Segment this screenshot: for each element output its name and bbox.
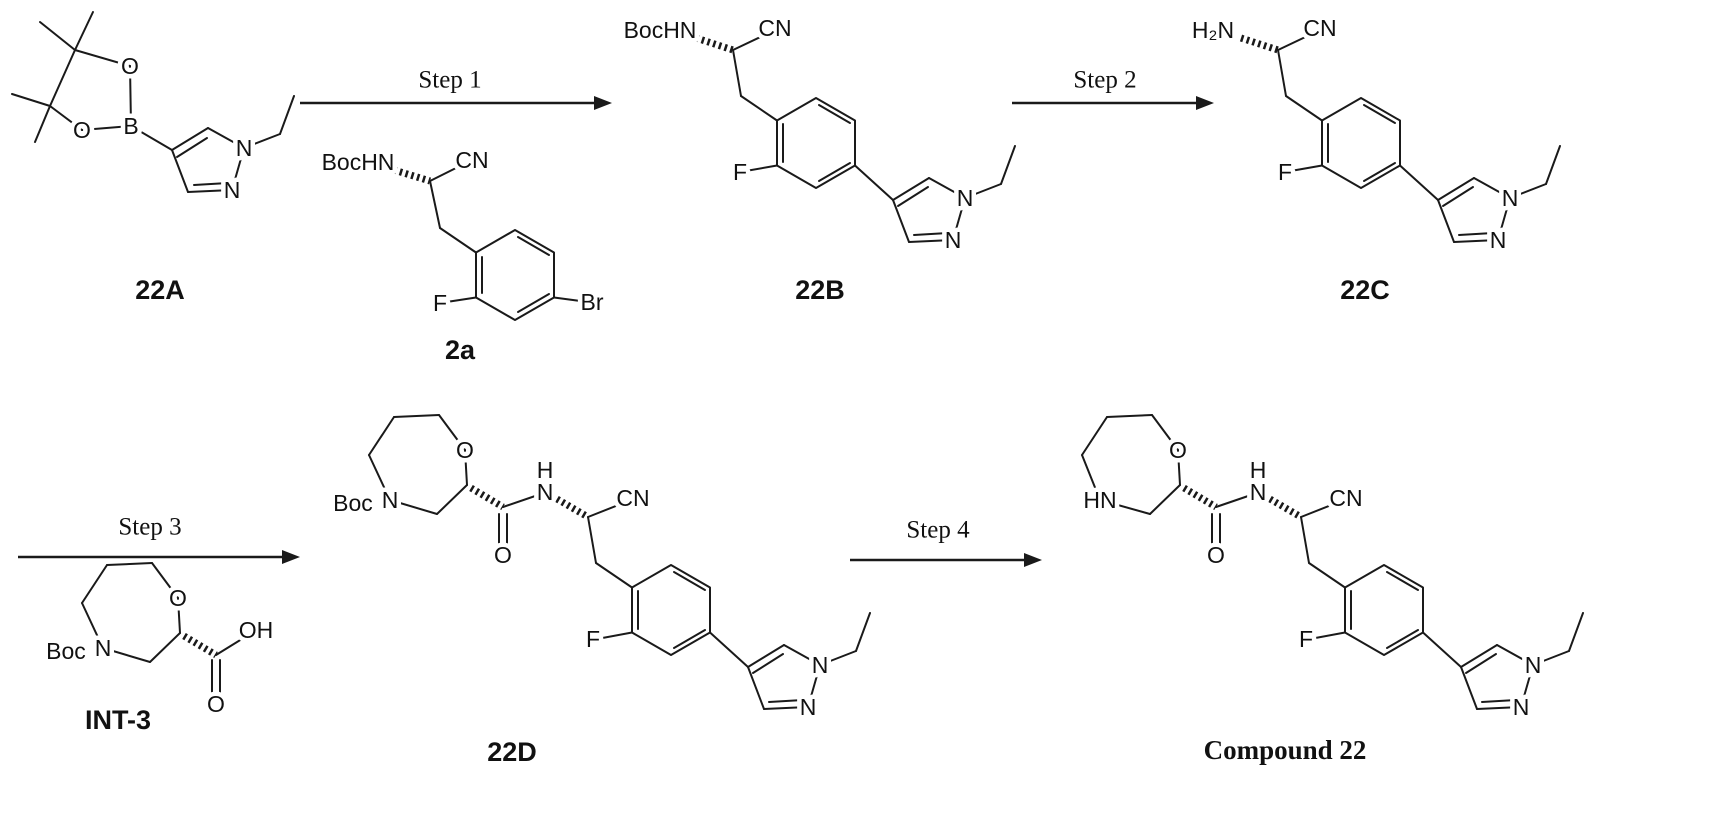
compound-label-22C: 22C xyxy=(1340,275,1390,305)
compound-22C: H₂N CN F N N 22C xyxy=(1187,11,1561,305)
compound-label-22A: 22A xyxy=(135,275,185,305)
compound-label-2a: 2a xyxy=(445,335,476,365)
atom-O: O xyxy=(1169,437,1187,463)
compound-label-INT3: INT-3 xyxy=(85,705,151,735)
atom-F: F xyxy=(733,159,747,185)
compound-22-bonds xyxy=(1081,414,1584,710)
atom-O: O xyxy=(456,437,474,463)
atom-O: O xyxy=(1207,542,1225,568)
step1-arrowhead-icon xyxy=(594,96,612,110)
atom-F: F xyxy=(1278,159,1292,185)
atom-B: B xyxy=(123,113,138,139)
atom-O: O xyxy=(207,691,225,717)
group-CN: CN xyxy=(758,15,791,41)
step3-arrowhead-icon xyxy=(282,550,300,564)
compound-22B-bonds xyxy=(694,30,1016,243)
atom-Br: Br xyxy=(581,289,604,315)
compound-22: HN O O H N CN F N N Compound 22 xyxy=(1079,414,1584,765)
group-BocHN: BocHN xyxy=(624,17,697,43)
compound-label-22B: 22B xyxy=(795,275,845,305)
compound-INT3: Boc N O OH O INT-3 xyxy=(42,562,278,735)
compound-2a: BocHN CN F Br 2a xyxy=(317,143,608,366)
atom-F: F xyxy=(433,290,447,316)
group-CN: CN xyxy=(1303,15,1336,41)
atom-N: N xyxy=(1525,652,1542,678)
atom-N: N xyxy=(800,694,817,720)
step2-arrowhead-icon xyxy=(1196,96,1214,110)
atom-N: N xyxy=(382,487,399,513)
atom-N: N xyxy=(957,185,974,211)
step4-label: Step 4 xyxy=(906,517,970,544)
step4-arrowhead-icon xyxy=(1024,553,1042,567)
step3-label: Step 3 xyxy=(118,514,181,541)
arrow-step2: Step 2 xyxy=(1012,67,1214,110)
compound-22D: Boc N O O H N CN F N N 22D xyxy=(329,414,871,767)
atom-F: F xyxy=(1299,626,1313,652)
compound-label-22D: 22D xyxy=(487,737,537,767)
compound-22D-bonds xyxy=(368,414,871,710)
atom-O: O xyxy=(494,542,512,568)
compound-22A: O O B N N 22A xyxy=(11,11,295,305)
arrow-step3: Step 3 xyxy=(18,514,300,564)
atom-N: N xyxy=(537,479,554,505)
compound-INT3-bonds xyxy=(81,562,251,697)
group-Boc: Boc xyxy=(333,490,373,516)
group-HN: HN xyxy=(1083,487,1116,513)
atom-N: N xyxy=(95,635,112,661)
atom-N: N xyxy=(812,652,829,678)
group-H2N: H₂N xyxy=(1192,17,1234,43)
atom-N: N xyxy=(224,177,241,203)
group-CN: CN xyxy=(616,485,649,511)
arrow-step4: Step 4 xyxy=(850,517,1042,567)
compound-22C-bonds xyxy=(1239,30,1561,243)
atom-N: N xyxy=(945,227,962,253)
compound-22A-bonds xyxy=(11,11,295,193)
atom-O: O xyxy=(121,53,139,79)
group-BocHN: BocHN xyxy=(322,149,395,175)
compound-label-22: Compound 22 xyxy=(1204,735,1367,765)
group-CN: CN xyxy=(1329,485,1362,511)
group-Boc: Boc xyxy=(46,638,86,664)
group-CN: CN xyxy=(455,147,488,173)
compound-22B: BocHN CN F N N 22B xyxy=(619,11,1016,305)
step2-label: Step 2 xyxy=(1073,67,1136,94)
atom-N: N xyxy=(236,135,253,161)
group-OH: OH xyxy=(239,617,274,643)
step1-label: Step 1 xyxy=(418,67,481,94)
arrow-step1: Step 1 xyxy=(300,67,612,110)
atom-N: N xyxy=(1490,227,1507,253)
atom-N: N xyxy=(1502,185,1519,211)
atom-O: O xyxy=(73,117,91,143)
compound-2a-bonds xyxy=(392,160,589,321)
atom-F: F xyxy=(586,626,600,652)
atom-O: O xyxy=(169,585,187,611)
atom-N: N xyxy=(1250,479,1267,505)
atom-N: N xyxy=(1513,694,1530,720)
